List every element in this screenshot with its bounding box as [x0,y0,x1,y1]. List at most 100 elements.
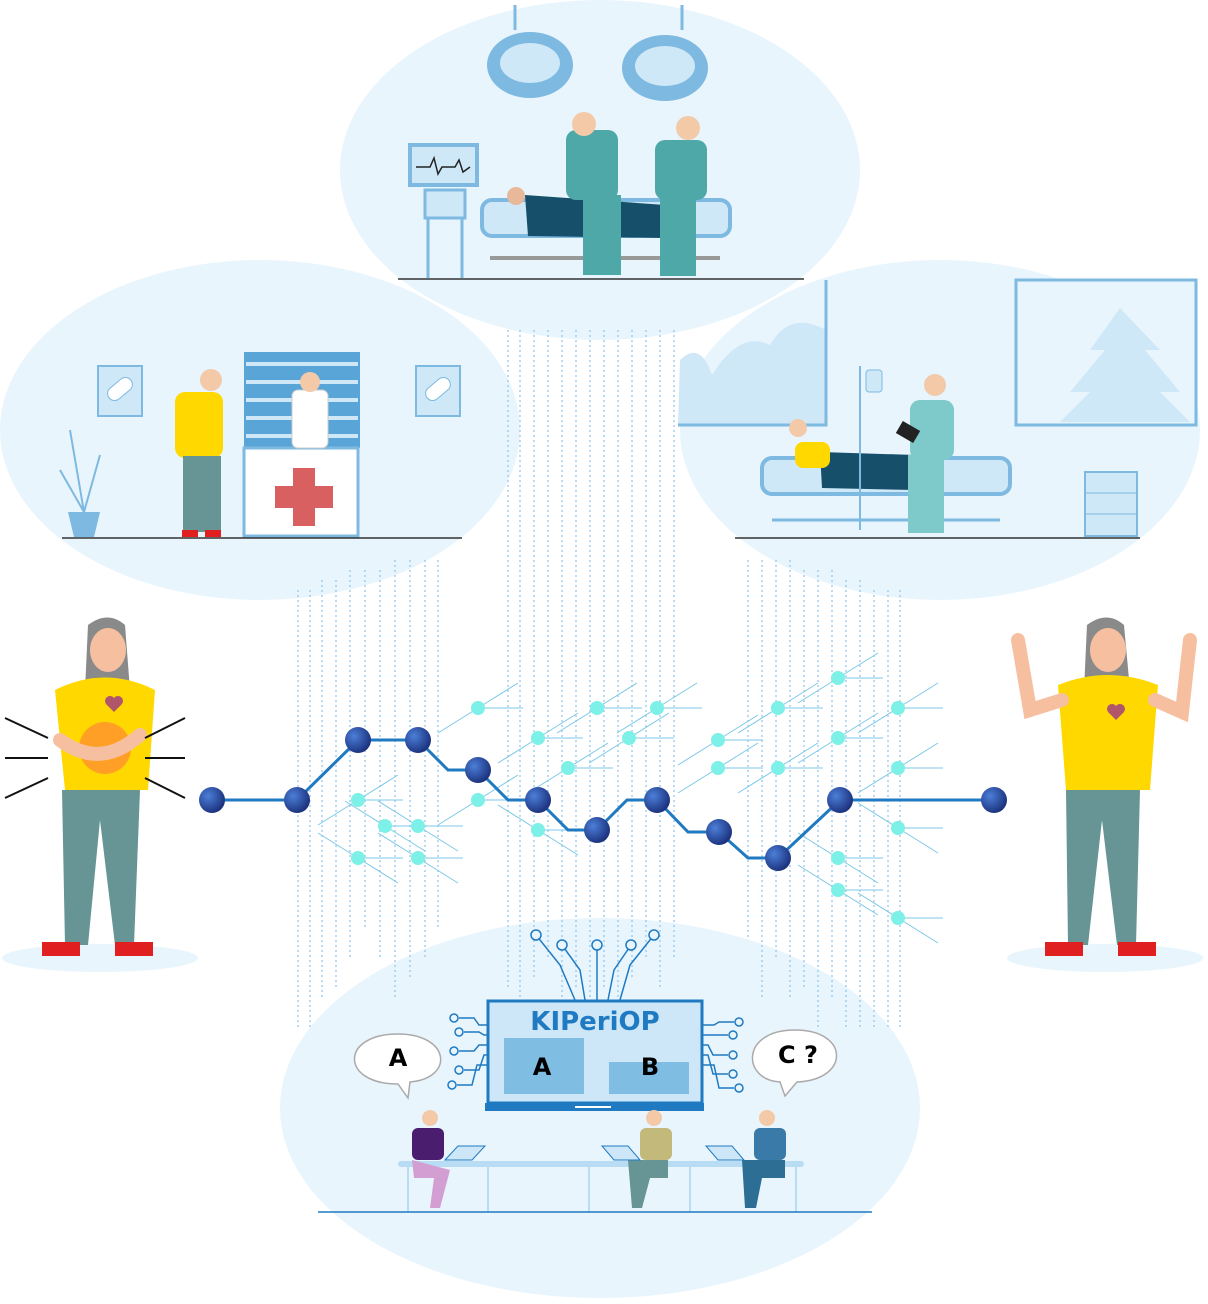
alternative-node [378,819,392,833]
alternative-node [471,701,485,715]
branch-line [837,857,879,884]
branch-line [897,742,939,769]
branch-line [737,767,779,794]
kiperiop-team-scene: KIPeriOP A B A C ? [318,929,872,1213]
alternative-node [891,911,905,925]
pathway-node [525,787,551,813]
team-member-right [704,1110,786,1208]
branch-line [377,800,419,827]
branch-line [737,707,779,734]
circuit-lines [447,929,744,1093]
branch-line [837,652,879,679]
branch-line [477,682,519,709]
alternative-node [561,761,575,775]
ward-scene [678,278,1198,539]
bubble-right-text: C ? [778,1041,818,1069]
alternative-node [891,701,905,715]
pathway-node [345,727,371,753]
branch-line [497,737,539,764]
kiperiop-screen: KIPeriOP A B [485,999,704,1111]
laptop-icon [600,1145,642,1161]
laptop-icon [443,1145,487,1161]
branch-line [497,804,539,831]
screen-title: KIPeriOP [530,1007,659,1037]
recovered-patient [1011,617,1197,956]
alternative-node [531,731,545,745]
pathway-node [199,787,225,813]
operating-room-scene [398,5,804,280]
branch-line [897,827,939,854]
pathway-node [284,787,310,813]
branch-line [897,682,939,709]
branch-line [897,917,939,944]
alternative-node [351,793,365,807]
alternative-node [831,851,845,865]
branch-line [797,677,839,704]
pharmacy-cross-icon [275,468,333,526]
branch-line [797,832,839,859]
bubble-left-text: A [389,1044,408,1072]
option-a-label: A [533,1053,552,1081]
team-member-center [600,1110,672,1208]
branch-line [537,829,579,856]
alternative-node [711,733,725,747]
option-b-label: B [641,1053,659,1081]
team-member-left [412,1110,487,1208]
branch-line [857,892,899,919]
patient-in-pain [4,617,186,956]
branch-line [677,767,719,794]
branch-line [837,889,879,916]
branch-line [417,825,459,852]
branch-line [677,739,719,766]
pharmacy-scene [59,352,462,539]
branch-line [717,714,759,741]
branch-line [628,712,670,739]
branch-line [777,742,819,769]
branch-line [357,857,399,884]
alternative-node [891,761,905,775]
pathway-node [644,787,670,813]
pathway-nodes [199,727,1007,871]
branch-line [797,864,839,891]
branch-line [344,800,386,827]
pathway-node [465,757,491,783]
branch-line [384,825,426,852]
tree-icon [1060,308,1190,422]
branch-line [616,707,658,734]
pathway-node [827,787,853,813]
speech-bubble-right: C ? [751,1029,838,1098]
alternative-node [771,761,785,775]
branch-line [556,707,598,734]
alternative-node [891,821,905,835]
branch-line [797,737,839,764]
branch-line [477,774,519,801]
branch-line [656,682,698,709]
speech-bubble-left: A [354,1033,442,1100]
alternative-node [531,823,545,837]
option-b-panel [609,1062,689,1094]
pathway-node [584,817,610,843]
branch-line [377,832,419,859]
branch-line [857,802,899,829]
branch-line [317,799,359,826]
patient-left-shadow [2,944,198,972]
branch-line [777,682,819,709]
alternative-node [831,671,845,685]
alternative-node [771,701,785,715]
desk [398,1161,804,1167]
branch-line [857,707,899,734]
alternative-node [590,701,604,715]
branch-line [417,857,459,884]
branch-line [357,774,399,801]
alternative-nodes [351,671,905,925]
patient-right-shadow [1007,944,1203,972]
alternative-node [831,883,845,897]
alternative-node [831,731,845,745]
alternative-node [650,701,664,715]
bedside-cabinet [1084,471,1138,537]
branch-line [437,799,479,826]
branch-line [837,712,879,739]
alternative-node [471,793,485,807]
heart-monitor-icon [408,143,479,187]
pathway-node [765,845,791,871]
